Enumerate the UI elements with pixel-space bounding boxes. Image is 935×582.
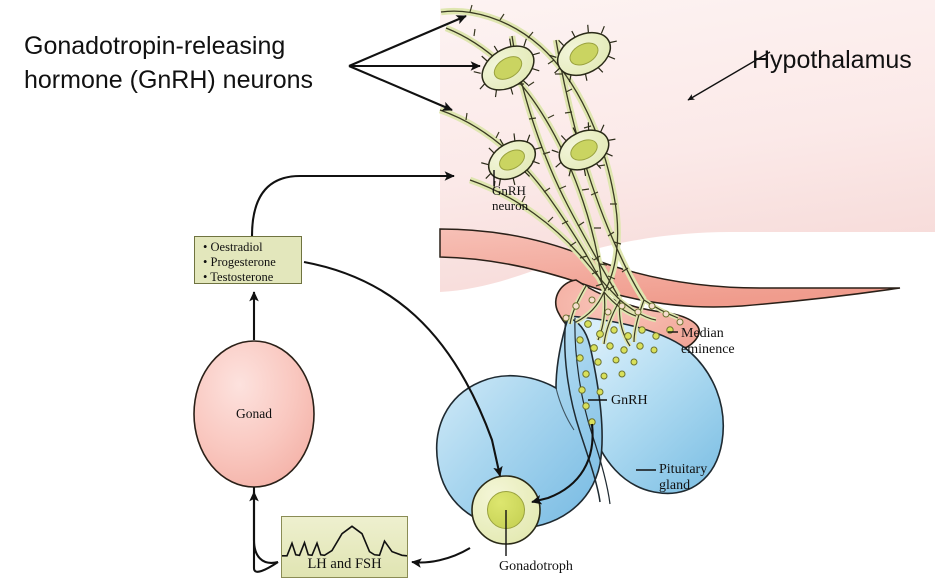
lh-fsh-label: LH and FSH [307, 556, 382, 572]
arrow-label-to-neuron-3 [348, 65, 453, 111]
arrow-lhfsh-to-gonad [252, 487, 279, 573]
arrow-label-to-neuron-1 [348, 15, 467, 67]
gnrh-neuron-somata [473, 24, 617, 186]
lh-fsh-pulse-chart [281, 516, 408, 578]
gnrh-neuron-label: GnRH neuron [492, 183, 529, 213]
pituitary-gland-label: Pituitary gland [659, 462, 708, 493]
lh-fsh-pulse-trace [282, 521, 407, 559]
steroid-item-progesterone: • Progesterone [203, 254, 276, 269]
median-eminence-label: Median eminence [681, 326, 735, 357]
page-title-gnrh-neurons: Gonadotropin-releasing hormone (GnRH) ne… [24, 32, 314, 94]
arrow-steroid-to-hypothalamus [250, 171, 455, 237]
gnrh-label: GnRH [611, 393, 648, 408]
steroid-hormone-box: • Oestradiol • Progesterone • Testostero… [194, 236, 302, 284]
gonad-label: Gonad [236, 406, 272, 421]
page-title-hypothalamus: Hypothalamus [752, 46, 912, 74]
steroid-item-testosterone: • Testosterone [203, 269, 274, 284]
steroid-item-oestradiol: • Oestradiol [203, 240, 263, 254]
arrow-gnrh-to-gonadotroph [531, 423, 594, 505]
pathway-arrows [249, 15, 594, 573]
gonadotroph-label: Gonadotroph [499, 559, 573, 574]
label-leader-lines [493, 51, 771, 556]
gnrh-granules [562, 296, 684, 426]
arrow-lhfsh-to-gonad-head [249, 491, 279, 564]
pituitary-gland [435, 315, 724, 529]
arrow-pituitary-to-lhfsh [411, 547, 471, 568]
arrow-steroid-to-pituitary [303, 260, 503, 477]
leader-hypothalamus [687, 51, 771, 101]
